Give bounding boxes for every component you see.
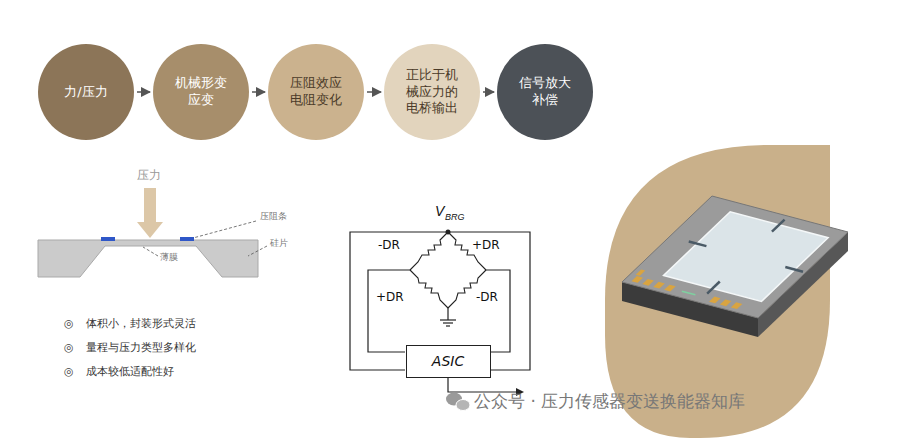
asic-text: ASIC <box>432 353 464 369</box>
process-circle: 力/压力 <box>38 44 134 140</box>
part-label: 硅片 <box>270 238 288 249</box>
step-text: 信号放大 补偿 <box>516 75 574 109</box>
step-text: 正比于机械应力的电桥输出 <box>403 67 461 118</box>
leader-line <box>193 221 256 238</box>
wechat-icon <box>446 393 470 411</box>
bullet-text: 量程与压力类型多样化 <box>86 341 196 354</box>
force-label: 压力 <box>137 168 161 182</box>
bullet-symbol: ◎ <box>64 365 74 378</box>
bullet-symbol: ◎ <box>64 341 74 354</box>
flow-arrow <box>252 91 265 93</box>
resistor-label: +DR <box>376 290 404 304</box>
step-text: 压阻效应 电阻变化 <box>287 75 345 109</box>
asic-box: ASIC <box>406 345 491 378</box>
signal-subscript: BRG <box>445 212 465 223</box>
pressure-arrow <box>137 188 163 238</box>
process-circle: 正比于机械应力的电桥输出 <box>384 44 480 140</box>
piezoresistor <box>101 237 115 241</box>
flow-arrow <box>137 91 150 93</box>
part-label: 压阻条 <box>260 211 287 222</box>
resistor-label: -DR <box>378 238 400 252</box>
bridge-wire <box>350 232 530 392</box>
step-text: 力/压力 <box>57 84 115 101</box>
flow-arrow <box>367 91 381 93</box>
resistor-label: -DR <box>476 290 498 304</box>
chip-top <box>622 196 848 318</box>
flow-arrow <box>483 91 494 93</box>
resistor-label: +DR <box>472 238 500 252</box>
signal-name: V <box>435 203 444 220</box>
bullet-text: 体积小，封装形式灵活 <box>86 317 196 330</box>
part-label: 薄膜 <box>160 252 178 263</box>
process-circle: 压阻效应 电阻变化 <box>268 44 364 140</box>
process-circle: 信号放大 补偿 <box>497 44 593 140</box>
leader-line <box>143 247 158 256</box>
step-text: 机械形变 应变 <box>172 75 230 109</box>
silicon-section <box>38 240 258 277</box>
leader-line <box>248 246 267 256</box>
process-circle: 机械形变 应变 <box>153 44 249 140</box>
watermark: 公众号 · 压力传感器变送换能器知库 <box>474 391 745 411</box>
bullet-text: 成本较低适配性好 <box>86 365 174 378</box>
bullet-symbol: ◎ <box>64 317 74 330</box>
piezoresistor <box>180 237 194 241</box>
